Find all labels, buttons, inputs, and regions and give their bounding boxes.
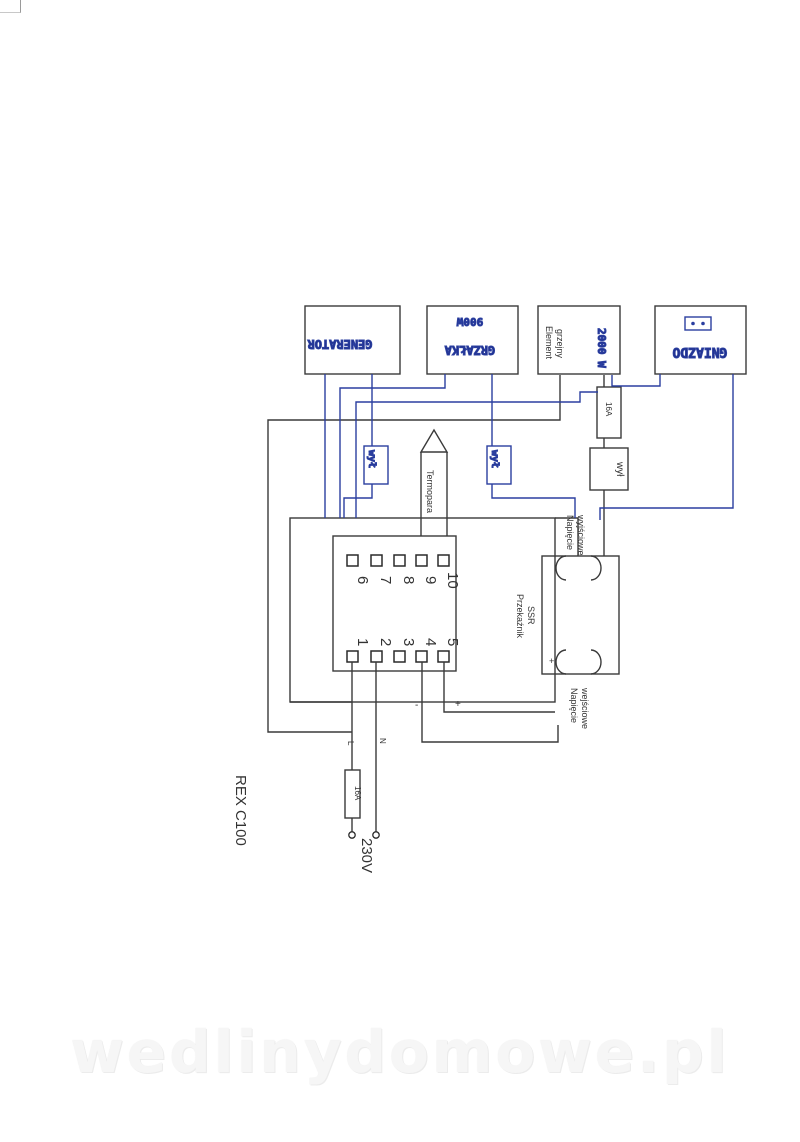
ssr-input-line2: wejściowe bbox=[580, 687, 590, 729]
mains-fuse-label: 16A bbox=[353, 786, 362, 801]
terminal-label: 6 bbox=[354, 576, 371, 584]
terminal-label: 9 bbox=[422, 576, 439, 584]
grzalka-switch-label: wył bbox=[489, 450, 500, 468]
heater-element-line2: grzejny bbox=[555, 329, 565, 359]
ssr-input-contact bbox=[555, 649, 602, 675]
grzalka-switch bbox=[486, 445, 512, 485]
wire-ssr-out-a bbox=[555, 517, 579, 556]
generator-label: GENERATOR bbox=[307, 337, 373, 351]
thermocouple-label: Termopara bbox=[425, 470, 435, 513]
diagram-title: REX C100 bbox=[232, 775, 249, 846]
handwritten-labels: GENERATOR GRZAŁKA 900W 2000 W GNIAZDO wy… bbox=[306, 315, 734, 520]
wire-live-to-heater bbox=[267, 375, 561, 733]
scan-edge-mark bbox=[0, 0, 21, 13]
heater-return-wire bbox=[355, 391, 598, 518]
ssr-output-line2: wyjściowe bbox=[576, 514, 586, 556]
ssr-input-plus: + bbox=[549, 656, 554, 666]
socket-pin-icon bbox=[691, 321, 695, 326]
terminal-label: 2 bbox=[377, 638, 394, 646]
mains-terminal-neutral bbox=[372, 831, 380, 839]
thermocouple-tip bbox=[419, 428, 449, 453]
terminal-3 bbox=[393, 650, 406, 663]
terminal-6 bbox=[346, 554, 359, 567]
ssr-input-line1: Napięcie bbox=[569, 688, 579, 723]
terminal-label: 8 bbox=[400, 576, 417, 584]
heater-switch bbox=[589, 447, 629, 491]
terminal-1 bbox=[346, 650, 359, 663]
supply-voltage-label: 230V bbox=[358, 838, 375, 873]
ssr-relay bbox=[541, 555, 620, 675]
terminal-label: 1 bbox=[354, 638, 371, 646]
ssr-label: Przekaźnik SSR bbox=[515, 594, 536, 641]
grzalka-wire-a bbox=[339, 374, 446, 518]
terminal-label: 10 bbox=[444, 572, 461, 589]
heater-element-label: Element grzejny bbox=[544, 326, 565, 362]
wire-ssr-plus bbox=[443, 662, 555, 713]
grzalka-box bbox=[426, 305, 519, 375]
wire-ssr-minus bbox=[421, 662, 559, 743]
neutral-label: N bbox=[378, 738, 387, 744]
heater-power-label: 2000 W bbox=[595, 328, 608, 368]
heater-switch-label: wył bbox=[614, 461, 625, 477]
terminal-9 bbox=[415, 554, 428, 567]
grzalka-power-label: 900W bbox=[456, 315, 483, 328]
ssr-output-line1: Napięcie bbox=[565, 515, 575, 550]
terminal-label: 4 bbox=[422, 638, 439, 646]
ssr-label-line2: SSR bbox=[526, 606, 536, 625]
ssr-output-contact bbox=[555, 555, 602, 581]
terminal-4 bbox=[415, 650, 428, 663]
socket-box bbox=[654, 305, 747, 375]
terminal-block bbox=[332, 535, 457, 672]
terminal-8 bbox=[393, 554, 406, 567]
socket-label: GNIAZDO bbox=[672, 344, 727, 359]
ssr-minus-sign: - bbox=[415, 700, 418, 711]
terminal-2 bbox=[370, 650, 383, 663]
generator-switch bbox=[363, 445, 389, 485]
socket-wire-a bbox=[611, 374, 661, 387]
ssr-plus-sign: + bbox=[455, 699, 461, 710]
heater-fuse-label: 16A bbox=[604, 402, 613, 417]
ssr-label-line1: Przekaźnik bbox=[515, 594, 525, 639]
terminal-label: 3 bbox=[400, 638, 417, 646]
heater-element-line1: Element bbox=[544, 326, 554, 360]
generator-box bbox=[304, 305, 401, 375]
ssr-output-label: Napięcie wyjściowe bbox=[565, 514, 586, 556]
generator-switch-label: wył bbox=[366, 450, 377, 468]
socket-icon bbox=[684, 316, 712, 331]
terminal-10 bbox=[437, 554, 450, 567]
grzalka-label: GRZAŁKA bbox=[444, 343, 495, 357]
terminal-label: 5 bbox=[444, 638, 461, 646]
grzalka-wire-c bbox=[491, 484, 576, 518]
terminal-7 bbox=[370, 554, 383, 567]
terminal-5 bbox=[437, 650, 450, 663]
ssr-input-label: Napięcie wejściowe bbox=[569, 687, 590, 729]
mains-terminal-live bbox=[348, 831, 356, 839]
watermark: wedlinydomowe.pl bbox=[70, 1018, 730, 1086]
socket-pin-icon bbox=[701, 321, 705, 326]
terminal-label: 7 bbox=[377, 576, 394, 584]
generator-wire-c bbox=[343, 484, 373, 518]
heater-fuse bbox=[596, 386, 622, 439]
heater-element-box bbox=[537, 305, 621, 375]
socket-wire-b bbox=[599, 374, 734, 520]
live-label: L bbox=[346, 741, 355, 746]
